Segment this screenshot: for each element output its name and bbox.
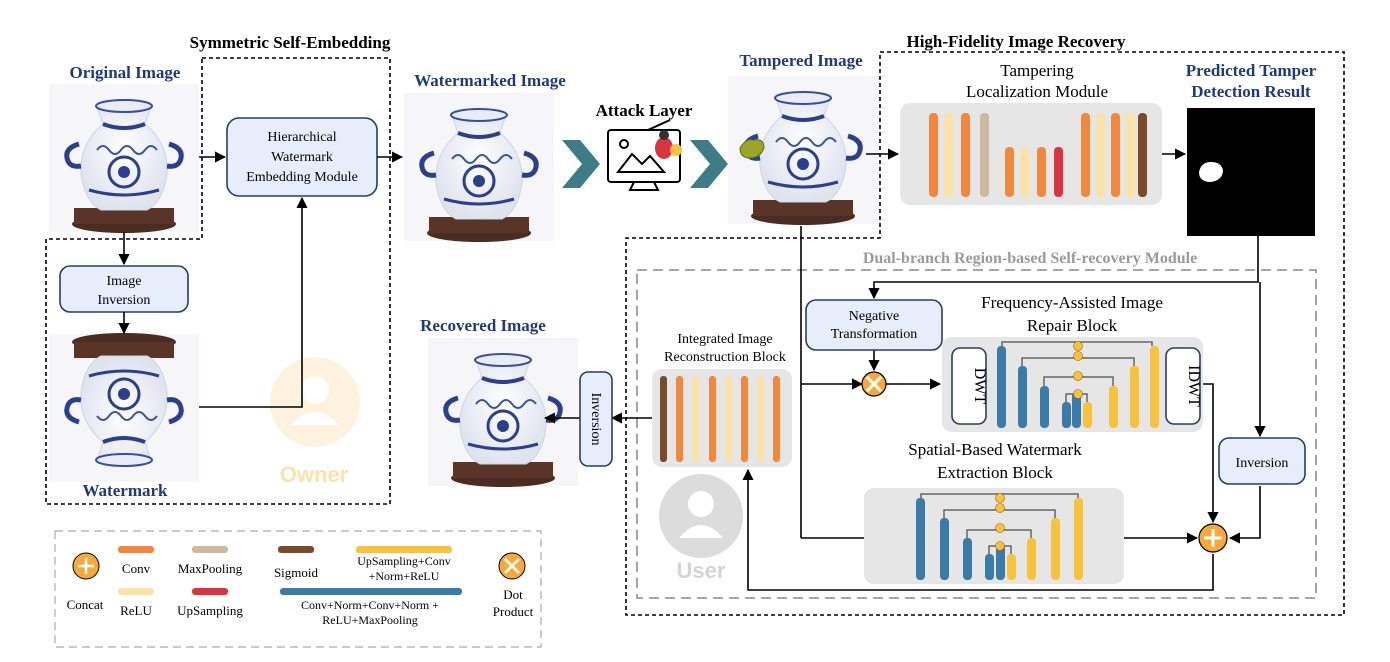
concat-icon (1198, 523, 1228, 553)
legend-block-1: Conv+Norm+Conv+Norm + (301, 598, 439, 612)
legend-conv: Conv (122, 561, 151, 576)
owner-label: Owner (280, 462, 349, 487)
tampered-image (728, 76, 878, 225)
dwt-box: DWT (951, 347, 988, 425)
predicted-label-line2: Detection Result (1191, 82, 1311, 101)
bug-icon (655, 130, 682, 159)
attack-layer-label: Attack Layer (596, 101, 693, 120)
tampering-localization-module (900, 103, 1162, 205)
watermarked-image-label: Watermarked Image (414, 71, 566, 90)
legend-upconv-1: UpSampling+Conv (357, 554, 450, 568)
high-fidelity-title: High-Fidelity Image Recovery (906, 32, 1126, 51)
watermarked-image (404, 93, 554, 242)
legend-concat: Concat (67, 597, 104, 612)
legend-block-2: ReLU+MaxPooling (322, 613, 417, 627)
user-icon (659, 474, 743, 558)
idwt-box: IDWT (1165, 347, 1202, 425)
fair-title-line2: Repair Block (1027, 316, 1118, 335)
svg-text:Watermark: Watermark (271, 150, 333, 165)
attack-layer-chevrons (562, 140, 728, 188)
tlm-title-line1: Tampering (1000, 61, 1074, 80)
watermark-label: Watermark (83, 481, 169, 500)
legend-frame (54, 530, 542, 648)
recovered-image-label: Recovered Image (420, 316, 546, 335)
recovered-image (428, 338, 578, 487)
dual-branch-arrows (543, 226, 1266, 591)
tlm-layers (929, 113, 1147, 197)
dot-product-icon (861, 371, 887, 397)
swe-title-line1: Spatial-Based Watermark (908, 440, 1082, 459)
svg-text:Transformation: Transformation (831, 327, 918, 342)
fair-unet (997, 341, 1159, 428)
svg-text:Negative: Negative (849, 309, 900, 324)
original-image (49, 84, 199, 233)
svg-text:DWT: DWT (971, 368, 988, 405)
svg-text:Embedding Module: Embedding Module (246, 170, 358, 185)
image-inversion-module: Image Inversion (59, 265, 189, 313)
inversion-left-module: Inversion (579, 371, 613, 467)
owner-icon (270, 357, 360, 447)
legend-upconv-2: +Norm+ReLU (369, 569, 440, 583)
dual-branch-frame (636, 269, 1317, 599)
integrated-reconstruction-block (652, 369, 792, 467)
iir-layers (660, 376, 780, 462)
svg-text:IDWT: IDWT (1185, 365, 1202, 407)
svg-text:Inversion: Inversion (98, 293, 151, 308)
high-fidelity-recovery-frame (625, 51, 1345, 616)
legend-relu: ReLU (120, 603, 152, 618)
symmetric-embedding-title: Symmetric Self-Embedding (190, 33, 391, 52)
svg-text:Inversion: Inversion (1236, 456, 1289, 471)
legend-dot-1: Dot (503, 587, 523, 602)
tamper-mask-image (1187, 108, 1315, 236)
negative-transformation-module: Negative Transformation (805, 299, 943, 351)
predicted-label-line1: Predicted Tamper (1186, 61, 1317, 80)
svg-text:Image: Image (107, 274, 142, 289)
legend: Concat Conv ReLU MaxPooling UpSampling S… (67, 546, 534, 627)
svg-text:Hierarchical: Hierarchical (267, 130, 336, 145)
original-image-label: Original Image (70, 63, 181, 82)
legend-maxpool: MaxPooling (178, 561, 243, 576)
fair-title-line1: Frequency-Assisted Image (981, 293, 1163, 312)
tampered-image-label: Tampered Image (739, 51, 863, 70)
iir-title-line1: Integrated Image (677, 332, 772, 347)
tlm-title-line2: Localization Module (966, 82, 1108, 101)
legend-dot-2: Product (493, 604, 534, 619)
embedding-arrows (118, 151, 404, 408)
hierarchical-watermark-embedding-module: Hierarchical Watermark Embedding Module (226, 117, 378, 197)
swe-title-line2: Extraction Block (937, 463, 1053, 482)
watermark-image (49, 333, 199, 482)
iir-title-line2: Reconstruction Block (664, 350, 786, 365)
legend-sigmoid: Sigmoid (274, 565, 319, 580)
inversion-right-module: Inversion (1218, 437, 1306, 485)
svg-text:Inversion: Inversion (588, 393, 603, 446)
dual-branch-title: Dual-branch Region-based Self-recovery M… (863, 250, 1197, 267)
legend-upsampling: UpSampling (177, 603, 243, 618)
user-label: User (677, 558, 726, 583)
swe-unet (916, 493, 1083, 580)
